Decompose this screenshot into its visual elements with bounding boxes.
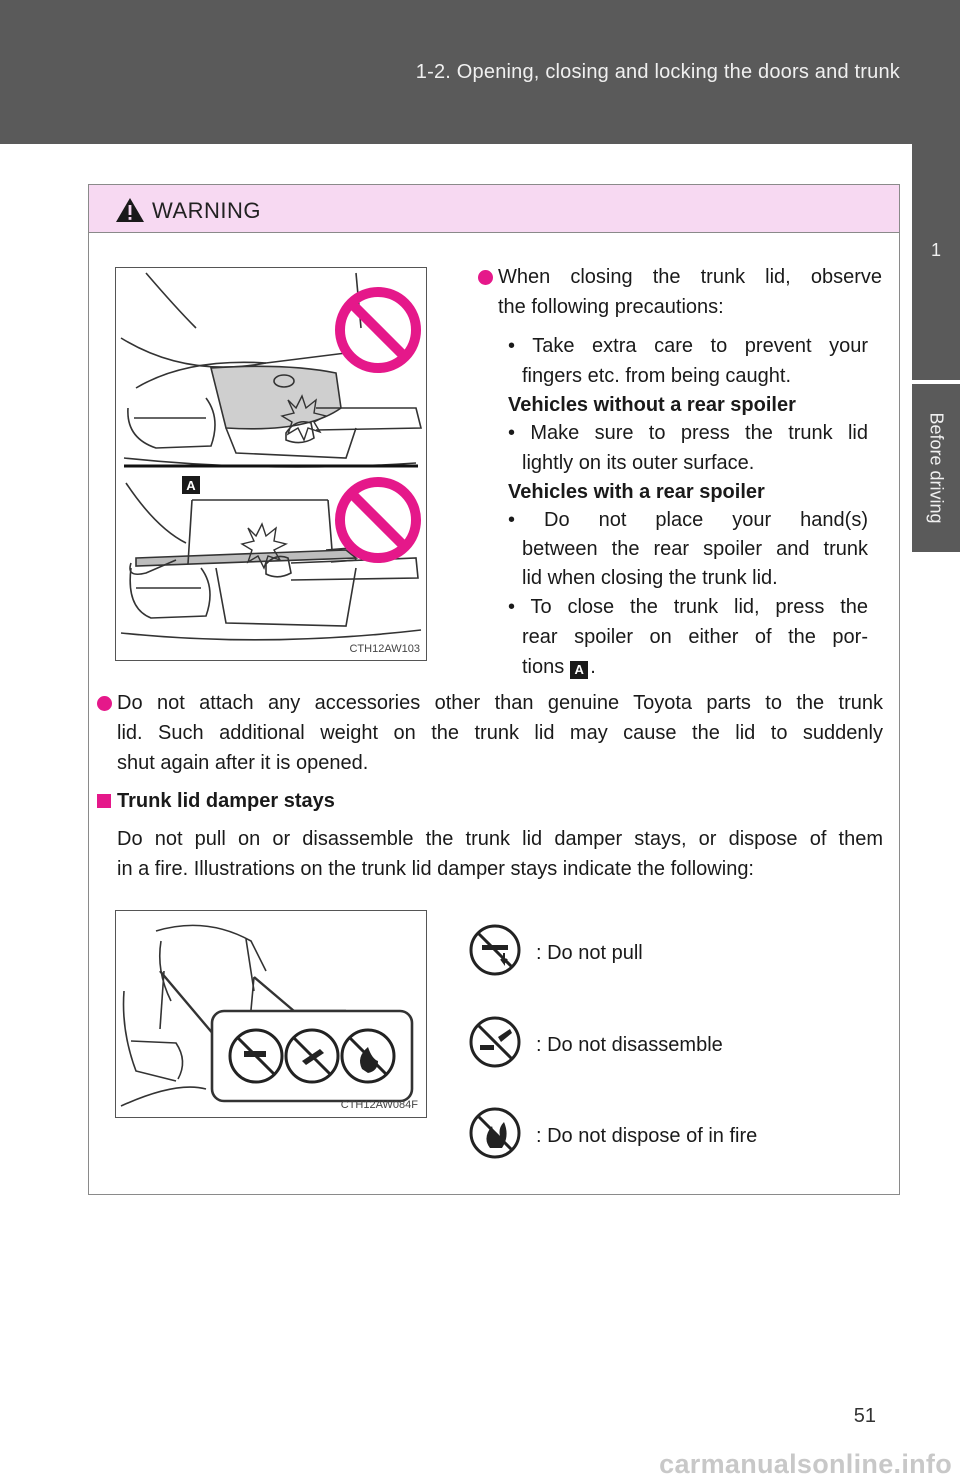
symbol-label: : Do not pull: [536, 942, 643, 964]
precaution-item-cont: between the rear spoiler and trunk: [522, 538, 868, 560]
subheading-no-spoiler: Vehicles without a rear spoiler: [508, 394, 796, 416]
precaution-text: .: [590, 656, 596, 678]
accessories-warning-cont: lid. Such additional weight on the trunk…: [117, 722, 883, 744]
trunk-illustration-drawing: A: [120, 272, 423, 641]
precaution-item-cont: rear spoiler on either of the por-: [522, 626, 868, 648]
prohibition-sign: [335, 287, 421, 373]
warning-triangle-icon: [116, 198, 144, 222]
precaution-item-cont: lid when closing the trunk lid.: [522, 567, 778, 589]
precaution-item: • Make sure to press the trunk lid: [508, 422, 868, 444]
chapter-number: 1: [930, 240, 941, 260]
precaution-item-cont: lightly on its outer surface.: [522, 452, 755, 474]
warning-title: WARNING: [152, 198, 262, 223]
damper-stay-illustration: CTH12AW084F: [115, 910, 427, 1118]
figure-code: CTH12AW103: [349, 643, 420, 655]
warning-header: WARNING: [89, 185, 899, 233]
bullet-dot: [97, 696, 112, 711]
figure-code: CTH12AW084F: [340, 1099, 418, 1111]
bullet-dot: [478, 270, 493, 285]
damper-text-cont: in a fire. Illustrations on the trunk li…: [117, 858, 754, 880]
no-fire-icon: [469, 1107, 521, 1159]
prohibition-sign: [335, 477, 421, 563]
page-number: 51: [853, 1405, 876, 1427]
accessories-warning: Do not attach any accessories other than…: [117, 692, 883, 714]
precaution-item: • Do not place your hand(s): [508, 509, 868, 531]
chapter-tab-lower: [912, 384, 960, 552]
section-title: 1-2. Opening, closing and locking the do…: [415, 61, 900, 83]
chapter-tab-upper: [912, 144, 960, 380]
damper-text: Do not pull on or disassemble the trunk …: [117, 828, 883, 850]
symbol-label: : Do not dispose of in fire: [536, 1125, 758, 1147]
precaution-item: • Take extra care to prevent your: [508, 335, 868, 357]
subheading-spoiler: Vehicles with a rear spoiler: [508, 481, 765, 503]
label-a-badge: A: [570, 661, 589, 679]
precaution-text: tions: [522, 656, 565, 678]
closing-intro-cont: the following precautions:: [498, 296, 724, 318]
chapter-label: Before driving: [926, 412, 947, 524]
precaution-item: • To close the trunk lid, press the: [508, 596, 868, 618]
no-pull-icon: [469, 924, 521, 976]
bullet-square: [97, 794, 111, 808]
closing-intro: When closing the trunk lid, observe: [498, 266, 882, 288]
damper-heading: Trunk lid damper stays: [117, 790, 335, 812]
no-disassemble-icon: [469, 1016, 521, 1068]
figure-label-a: A: [186, 478, 196, 493]
trunk-closing-illustration: A CTH12AW103: [115, 267, 427, 661]
page-header: 1-2. Opening, closing and locking the do…: [0, 0, 960, 144]
precaution-item-end: tions A.: [522, 652, 596, 682]
symbol-label: : Do not disassemble: [536, 1034, 723, 1056]
accessories-warning-cont: shut again after it is opened.: [117, 752, 369, 774]
damper-illustration-drawing: [120, 924, 414, 1107]
footer-watermark: carmanualsonline.info: [659, 1449, 952, 1479]
precaution-item-cont: fingers etc. from being caught.: [522, 365, 792, 387]
